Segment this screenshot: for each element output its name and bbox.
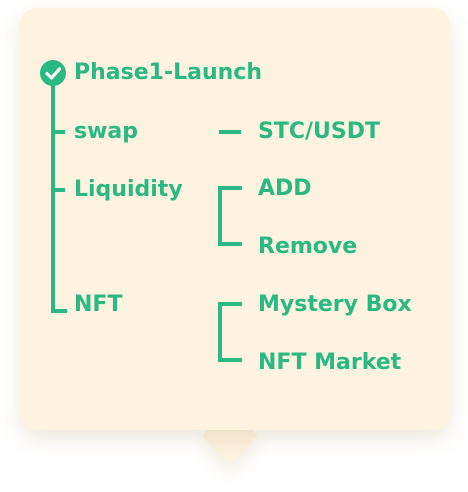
- branch-tick-nft: [51, 309, 67, 313]
- branch-tick-liquidity: [51, 188, 65, 192]
- tree-trunk-line: [51, 84, 55, 312]
- sub-item-remove: Remove: [258, 234, 358, 259]
- check-circle-icon: [40, 60, 66, 86]
- bracket-liquidity-top: [218, 186, 242, 190]
- phase-title: Phase1-Launch: [74, 60, 262, 85]
- bracket-nft-vertical: [218, 302, 222, 362]
- sub-item-add: ADD: [258, 176, 312, 201]
- sub-item-stc-usdt: STC/USDT: [258, 119, 381, 144]
- branch-tick-swap: [51, 130, 65, 134]
- bracket-liquidity-bottom: [218, 242, 242, 246]
- sub-item-nft-market: NFT Market: [258, 350, 402, 375]
- bracket-nft-bottom: [218, 358, 242, 362]
- item-label-nft: NFT: [74, 292, 123, 317]
- item-label-swap: swap: [74, 119, 139, 144]
- branch-tick-stc-usdt: [219, 130, 241, 134]
- bracket-nft-top: [218, 302, 242, 306]
- sub-item-mystery-box: Mystery Box: [258, 292, 412, 317]
- tooltip-card-bottom: [20, 380, 450, 430]
- item-label-liquidity: Liquidity: [74, 177, 183, 202]
- bracket-liquidity-vertical: [218, 186, 222, 246]
